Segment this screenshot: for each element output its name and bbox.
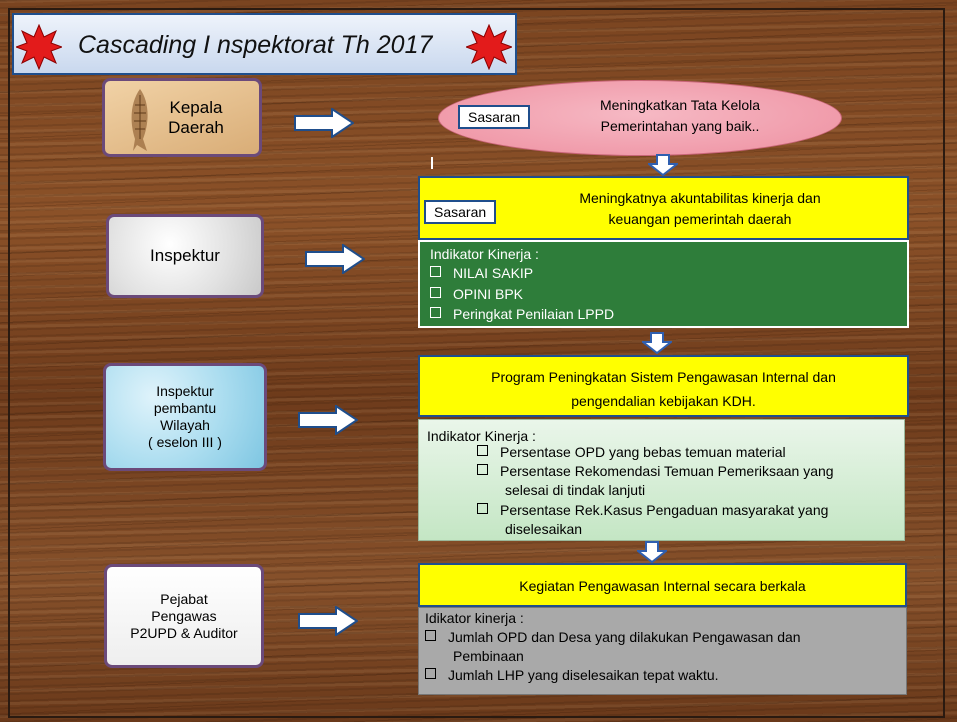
role-label-line: pembantu	[153, 400, 217, 416]
checkbox-bullet-icon	[425, 668, 436, 679]
role-label-line: Pejabat	[160, 590, 208, 607]
indicator-box-grey: Idikator kinerja : Jumlah OPD dan Desa y…	[418, 607, 907, 695]
sasaran-text-line: keuangan pemerintah daerah	[608, 211, 792, 227]
role-inspektur: Inspektur	[106, 214, 264, 298]
role-inspektur-pembantu: Inspektur pembantu Wilayah ( eselon III …	[103, 363, 267, 471]
indicator-item-cont: selesai di tindak lanjuti	[505, 482, 646, 498]
role-label-line: P2UPD & Auditor	[130, 624, 238, 641]
indicator-item-cont: Pembinaan	[453, 648, 524, 664]
sasaran-text-line: Meningkatnya akuntabilitas kinerja dan	[579, 190, 821, 206]
kegiatan-text: Kegiatan Pengawasan Internal secara berk…	[519, 578, 806, 594]
program-box: Program Peningkatan Sistem Pengawasan In…	[418, 355, 909, 417]
role-label-line: Daerah	[168, 117, 224, 137]
sasaran-text: Meningkatnya akuntabilitas kinerja dan k…	[520, 188, 880, 230]
star-icon	[16, 24, 62, 70]
goal-text-line: Meningkatkan Tata Kelola	[599, 97, 761, 113]
role-label-line: Inspektur	[156, 383, 214, 399]
goal-text: Meningkatkan Tata Kelola Pemerintahan ya…	[560, 95, 800, 137]
checkbox-bullet-icon	[425, 630, 436, 641]
role-pejabat-pengawas: Pejabat Pengawas P2UPD & Auditor	[104, 564, 264, 668]
checkbox-bullet-icon	[430, 266, 441, 277]
down-arrow-icon	[648, 154, 678, 176]
checkbox-bullet-icon	[477, 503, 488, 514]
checkbox-bullet-icon	[477, 464, 488, 475]
indicator-item: Jumlah LHP yang diselesaikan tepat waktu…	[425, 667, 719, 683]
right-arrow-icon	[294, 108, 354, 138]
down-arrow-icon	[637, 541, 667, 563]
indicator-item: Persentase Rek.Kasus Pengaduan masyaraka…	[477, 502, 828, 518]
program-text-line: Program Peningkatan Sistem Pengawasan In…	[491, 369, 836, 385]
checkbox-bullet-icon	[430, 287, 441, 298]
sasaran-box: Meningkatnya akuntabilitas kinerja dan k…	[418, 176, 909, 240]
star-icon	[466, 24, 512, 70]
role-label-line: Kepala	[169, 97, 223, 117]
role-label-line: ( eselon III )	[148, 434, 222, 450]
kegiatan-box: Kegiatan Pengawasan Internal secara berk…	[418, 563, 907, 607]
indicator-heading: Indikator Kinerja :	[427, 428, 536, 444]
goal-text-line: Pemerintahan yang baik..	[600, 118, 760, 134]
indicator-heading: Idikator kinerja :	[425, 610, 524, 626]
right-arrow-icon	[305, 244, 365, 274]
sasaran-tag: Sasaran	[458, 105, 531, 129]
indicator-box-green: Indikator Kinerja : NILAI SAKIP OPINI BP…	[418, 240, 909, 328]
checkbox-bullet-icon	[477, 445, 488, 456]
program-text: Program Peningkatan Sistem Pengawasan In…	[420, 365, 907, 413]
role-label-line: Inspektur	[150, 246, 220, 265]
role-kepala-daerah: Kepala Daerah	[102, 78, 262, 157]
down-arrow-icon	[642, 332, 672, 354]
indicator-item: Jumlah OPD dan Desa yang dilakukan Penga…	[425, 629, 801, 645]
indicator-item: NILAI SAKIP	[430, 265, 533, 281]
page-title: Cascading I nspektorat Th 2017	[78, 31, 433, 59]
sasaran-tag: Sasaran	[424, 200, 497, 224]
indicator-item: OPINI BPK	[430, 286, 523, 302]
role-label-line: Pengawas	[151, 607, 217, 624]
indicator-item-cont: diselesaikan	[505, 521, 583, 537]
title-banner: Cascading I nspektorat Th 2017	[12, 13, 517, 75]
fossil-fish-icon	[131, 89, 148, 151]
role-label-line: Wilayah	[160, 417, 210, 433]
program-text-line: pengendalian kebijakan KDH.	[571, 393, 756, 409]
indicator-heading: Indikator Kinerja :	[430, 246, 539, 262]
indicator-item: Persentase OPD yang bebas temuan materia…	[477, 444, 786, 460]
indicator-item: Persentase Rekomendasi Temuan Pemeriksaa…	[477, 463, 834, 479]
marker-line	[431, 157, 433, 169]
right-arrow-icon	[298, 606, 358, 636]
right-arrow-icon	[298, 405, 358, 435]
checkbox-bullet-icon	[430, 307, 441, 318]
indicator-box-lightgreen: Indikator Kinerja : Persentase OPD yang …	[418, 419, 905, 541]
indicator-item: Peringkat Penilaian LPPD	[430, 306, 614, 322]
